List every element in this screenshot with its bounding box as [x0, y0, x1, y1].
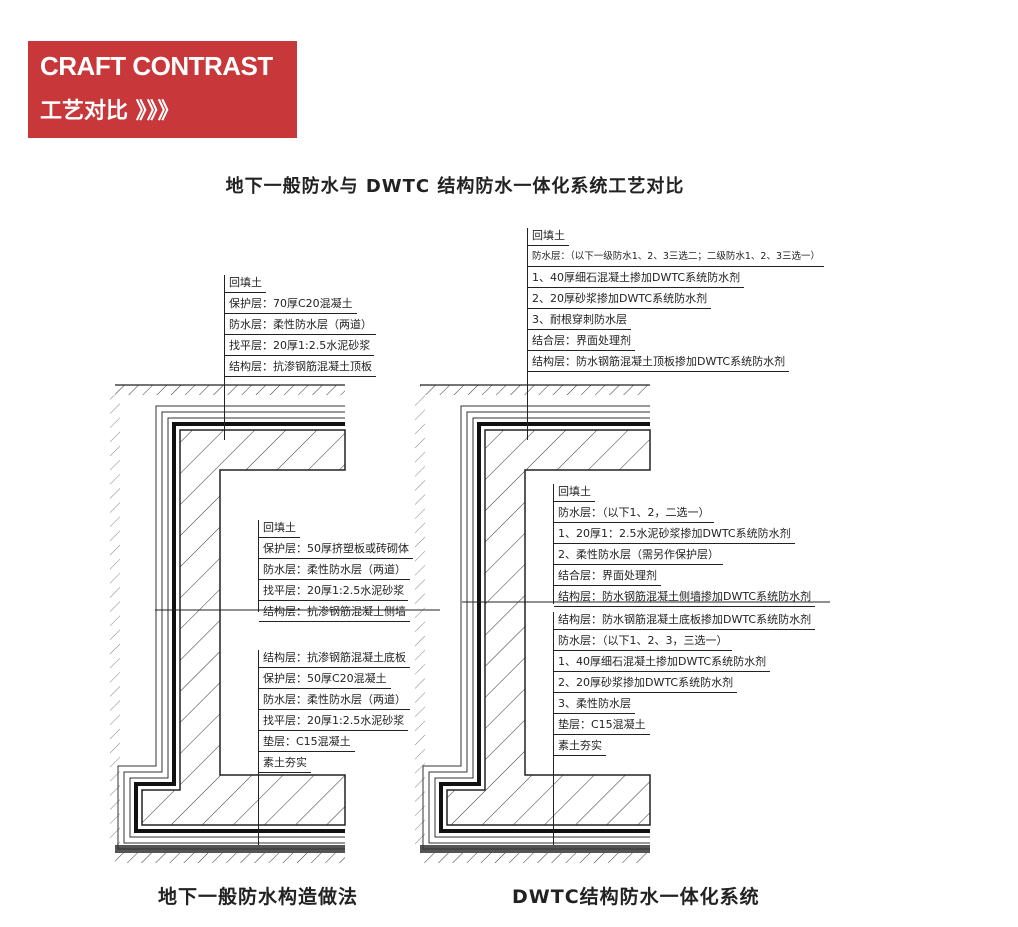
layer-label: 结构层：抗渗钢筋混凝土底板 — [259, 650, 410, 668]
base-soil — [420, 853, 650, 863]
layer-label: 找平层：20厚1:2.5水泥砂浆 — [259, 713, 409, 731]
waterproof-layer — [439, 422, 650, 833]
layer-label: 回填土 — [554, 484, 595, 502]
layer-label: 2、20厚砂浆掺加DWTC系统防水剂 — [554, 675, 738, 693]
right-floor-labels: 结构层：防水钢筋混凝土底板掺加DWTC系统防水剂防水层：（以下1、2、3，三选一… — [553, 612, 816, 845]
protective-layer-line — [123, 411, 345, 844]
layer-label: 1、20厚1：2.5水泥砂浆掺加DWTC系统防水剂 — [554, 526, 795, 544]
right-section-drawing — [415, 384, 830, 863]
concrete-structure — [141, 429, 346, 826]
ground-soil — [420, 385, 650, 395]
left-caption: 地下一般防水构造做法 — [158, 886, 359, 908]
layer-label: 垫层：C15混凝土 — [554, 717, 650, 735]
ground-soil — [115, 385, 345, 395]
layer-label: 素土夯实 — [554, 738, 606, 756]
layer-label: 1、40厚细石混凝土掺加DWTC系统防水剂 — [554, 654, 771, 672]
layer-label: 回填土 — [528, 228, 569, 246]
left-wall-labels: 回填土保护层：50厚挤塑板或砖砌体防水层：柔性防水层（两道） 找平层：20厚1:2… — [258, 520, 413, 622]
layer-label: 2、柔性防水层（需另作保护层） — [554, 547, 723, 565]
left-section-drawing — [110, 384, 440, 863]
layer-label: 防水层：（以下1、2，二选一） — [554, 505, 714, 523]
protective-layer-line — [434, 417, 650, 838]
left-floor-labels: 结构层：抗渗钢筋混凝土底板保护层：50厚C20混凝土防水层：柔性防水层（两道） 找… — [258, 650, 410, 845]
side-soil — [415, 395, 425, 845]
layer-label: 1、40厚细石混凝土掺加DWTC系统防水剂 — [528, 270, 745, 288]
layer-label: 找平层：20厚1:2.5水泥砂浆 — [225, 338, 375, 356]
layer-label: 保护层：50厚C20混凝土 — [259, 671, 391, 689]
protective-layer-line — [129, 417, 345, 838]
layer-label: 防水层：柔性防水层（两道） — [225, 317, 376, 335]
layer-label: 结构层：防水钢筋混凝土顶板掺加DWTC系统防水剂 — [528, 354, 790, 372]
side-soil — [110, 395, 120, 845]
right-wall-labels: 回填土防水层：（以下1、2，二选一） 1、20厚1：2.5水泥砂浆掺加DWTC系统… — [553, 484, 816, 607]
layer-label: 找平层：20厚1:2.5水泥砂浆 — [259, 583, 409, 601]
layer-label: 素土夯实 — [259, 755, 311, 773]
right-caption: DWTC结构防水一体化系统 — [512, 886, 760, 908]
waterproof-layer — [134, 422, 345, 833]
layer-label: 结构层：防水钢筋混凝土底板掺加DWTC系统防水剂 — [554, 612, 816, 630]
layer-label: 结构层：抗渗钢筋混凝土侧墙 — [259, 604, 410, 622]
layer-label: 回填土 — [225, 275, 266, 293]
layer-label: 防水层：柔性防水层（两道） — [259, 562, 410, 580]
layer-label: 保护层：70厚C20混凝土 — [225, 296, 357, 314]
layer-label: 3、柔性防水层 — [554, 696, 635, 714]
layer-label: 结构层：防水钢筋混凝土侧墙掺加DWTC系统防水剂 — [554, 589, 816, 607]
layer-label: 3、耐根穿刺防水层 — [528, 312, 631, 330]
page-title: 地下一般防水与 DWTC 结构防水一体化系统工艺对比 — [225, 176, 685, 197]
left-roof-labels: 回填土保护层：70厚C20混凝土防水层：柔性防水层（两道） 找平层：20厚1:2.… — [224, 275, 376, 440]
protective-layer-line — [428, 411, 650, 844]
protective-layer-line — [117, 405, 345, 850]
layer-label: 垫层：C15混凝土 — [259, 734, 355, 752]
layer-label: 防水层：（以下1、2、3，三选一） — [554, 633, 732, 651]
protective-layer-line — [422, 405, 650, 850]
layer-label: 保护层：50厚挤塑板或砖砌体 — [259, 541, 413, 559]
section-banner: CRAFT CONTRAST 工艺对比 》》》 — [28, 41, 297, 138]
layer-label: 结构层：抗渗钢筋混凝土顶板 — [225, 359, 376, 377]
layer-label: 防水层：柔性防水层（两道） — [259, 692, 410, 710]
banner-title-en: CRAFT CONTRAST — [40, 51, 273, 81]
layer-label: 回填土 — [259, 520, 300, 538]
layer-label: 2、20厚砂浆掺加DWTC系统防水剂 — [528, 291, 712, 309]
concrete-structure — [446, 429, 651, 826]
layer-label: 防水层：（以下一级防水1、2、3三选二；二级防水1、2、3三选一） — [528, 249, 825, 267]
layer-label: 结合层：界面处理剂 — [554, 568, 661, 586]
banner-title-cn: 工艺对比 》》》 — [40, 99, 180, 124]
layer-label: 结合层：界面处理剂 — [528, 333, 635, 351]
right-roof-labels: 回填土防水层：（以下一级防水1、2、3三选二；二级防水1、2、3三选一） 1、40… — [527, 228, 825, 440]
base-soil — [115, 853, 345, 863]
